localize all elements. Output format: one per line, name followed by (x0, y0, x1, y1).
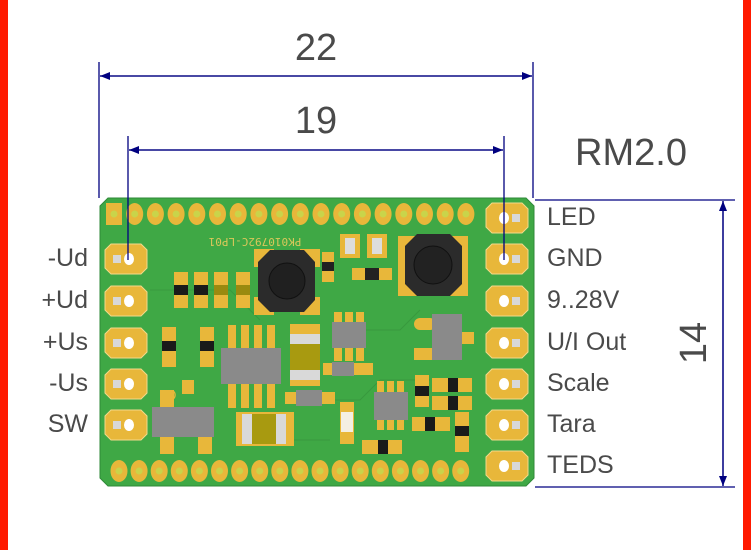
right-pin-label: U/I Out (547, 328, 627, 356)
top-pad (333, 203, 351, 225)
top-pad (126, 203, 144, 225)
pin-spacing-label: RM2.0 (575, 132, 687, 174)
bottom-pad (351, 460, 369, 482)
bottom-pad (311, 460, 329, 482)
dimension-22-label: 22 (295, 27, 337, 69)
right-border (743, 0, 751, 550)
top-pad (271, 203, 289, 225)
dimension-14 (535, 199, 735, 488)
left-pin-pad (104, 368, 148, 400)
top-pad (457, 203, 475, 225)
right-pin-pad (485, 202, 529, 234)
bottom-pad (412, 460, 429, 482)
top-pad (146, 203, 164, 225)
right-pin-pad (485, 327, 529, 359)
left-pin-pad (104, 409, 148, 441)
top-pad (395, 203, 413, 225)
left-pin-pad (104, 327, 148, 359)
right-pin-pad (485, 409, 529, 441)
bottom-pad (291, 460, 309, 482)
top-pad-row (106, 203, 475, 225)
bottom-pad (211, 460, 228, 482)
top-pad (250, 203, 268, 225)
right-pin-label: LED (547, 203, 596, 231)
silkscreen-part-number: PK010792C-LP01 (209, 235, 302, 248)
bottom-pad (371, 460, 389, 482)
left-pin-label: SW (47, 410, 88, 438)
right-pin-label: GND (547, 244, 603, 272)
right-pin-label: 9..28V (547, 286, 620, 314)
top-pad (312, 203, 330, 225)
dimension-14-label: 14 (673, 322, 715, 364)
right-pin-pad (485, 285, 529, 317)
resistor-array (162, 272, 250, 367)
right-pin-pad (485, 243, 529, 275)
left-pin-label: +Ud (41, 286, 88, 314)
bottom-pad (432, 460, 450, 482)
bottom-pad-row (110, 460, 470, 482)
right-pin-label: Scale (547, 369, 610, 397)
bottom-pad (190, 460, 208, 482)
right-pad-column (485, 202, 529, 482)
inductor-left (254, 249, 320, 315)
ic-main (221, 325, 281, 408)
bottom-pad (231, 460, 249, 482)
top-pad (436, 203, 454, 225)
right-pin-label: Tara (547, 410, 596, 438)
dimension-19-label: 19 (295, 100, 337, 142)
bottom-pad (452, 460, 470, 482)
right-pin-pad (485, 368, 529, 400)
top-pad (353, 203, 371, 225)
left-pin-pad (104, 243, 148, 275)
top-pad (416, 203, 433, 225)
top-pad (209, 203, 226, 225)
top-pad (374, 203, 392, 225)
bottom-pad (130, 460, 148, 482)
bottom-pad (110, 460, 128, 482)
bottom-pad (331, 460, 349, 482)
left-pin-label: +Us (42, 328, 88, 356)
bottom-pad (150, 460, 168, 482)
dimension-19 (127, 136, 505, 260)
top-pad (106, 203, 122, 225)
top-pad (167, 203, 185, 225)
top-pad (188, 203, 206, 225)
bottom-pad (170, 460, 188, 482)
inductor-right (398, 234, 468, 296)
bottom-pad (271, 460, 289, 482)
top-pad (291, 203, 309, 225)
bottom-pad (391, 460, 409, 482)
right-pin-pad (485, 450, 529, 482)
left-pin-pad (104, 285, 148, 317)
left-pin-label: -Ud (47, 244, 88, 272)
left-pin-label: -Us (49, 369, 88, 397)
left-pad-column (104, 243, 148, 441)
top-pad (229, 203, 247, 225)
bottom-pad (251, 460, 269, 482)
components (152, 234, 474, 454)
right-pin-label: TEDS (547, 451, 614, 479)
dimension-22 (98, 62, 534, 198)
left-border (0, 0, 8, 550)
